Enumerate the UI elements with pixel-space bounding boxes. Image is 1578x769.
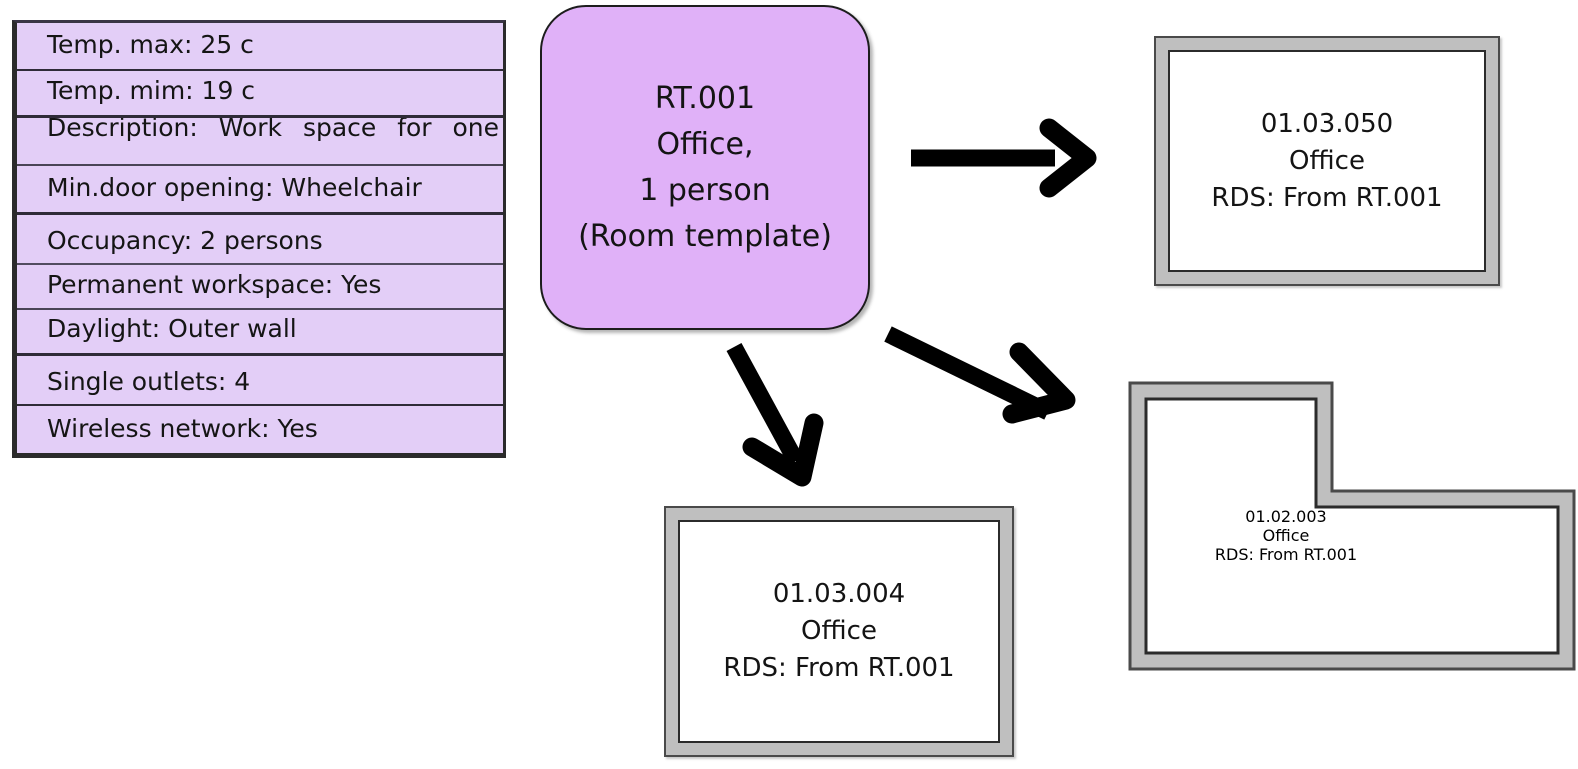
property-label: Single outlets: 4: [47, 367, 251, 396]
room-interior: 01.03.004 Office RDS: From RT.001: [678, 520, 1000, 743]
property-row-min-door-opening: Min.door opening: Wheelchair: [17, 166, 503, 215]
property-label: Permanent workspace: Yes: [47, 270, 382, 299]
room-id: 01.03.050: [1260, 108, 1394, 139]
room-id: 01.03.004: [772, 579, 906, 609]
property-label: Temp. max: 25 c: [47, 30, 254, 59]
room-name: Office: [1289, 145, 1365, 176]
room-name: Office: [801, 616, 877, 646]
room-box-01-03-050: 01.03.050 Office RDS: From RT.001: [1154, 36, 1500, 286]
property-row-occupancy: Occupancy: 2 persons: [17, 215, 503, 265]
arrow-template-to-room-01-02-003: [878, 322, 1098, 436]
description-word-3: for: [397, 118, 432, 142]
room-id: 01.02.003: [1245, 507, 1327, 526]
property-label: Occupancy: 2 persons: [47, 226, 323, 255]
template-type: Office,: [656, 126, 754, 162]
description-word-2: space: [302, 118, 377, 142]
room-rds: RDS: From RT.001: [1211, 182, 1443, 213]
room-template-property-table: Temp. max: 25 c Temp. mim: 19 c Descript…: [12, 20, 506, 458]
l-shaped-room-outline: [1128, 381, 1576, 671]
room-interior: 01.03.050 Office RDS: From RT.001: [1168, 50, 1486, 272]
property-label-justified: Description: Work space for one: [47, 118, 499, 152]
room-box-01-02-003: 01.02.003 Office RDS: From RT.001: [1126, 379, 1578, 673]
property-row-wireless-network: Wireless network: Yes: [17, 406, 503, 453]
room-template-node: RT.001 Office, 1 person (Room template): [540, 5, 870, 330]
template-occupancy: 1 person: [639, 172, 771, 208]
property-row-temp-max: Temp. max: 25 c: [17, 23, 503, 71]
property-label: Daylight: Outer wall: [47, 314, 297, 343]
room-box-01-03-004: 01.03.004 Office RDS: From RT.001: [664, 506, 1014, 757]
property-label: Wireless network: Yes: [47, 414, 318, 443]
property-label: Min.door opening: Wheelchair: [47, 173, 422, 202]
description-word-4: one: [452, 118, 499, 142]
room-name: Office: [1262, 526, 1310, 545]
description-word-1: Work: [218, 118, 283, 142]
template-id: RT.001: [654, 80, 756, 116]
property-label: Temp. mim: 19 c: [47, 76, 256, 105]
arrow-template-to-room-01-03-004: [718, 335, 838, 499]
room-rds: RDS: From RT.001: [723, 653, 955, 683]
property-row-daylight: Daylight: Outer wall: [17, 310, 503, 356]
l-shaped-room-label: 01.02.003 Office RDS: From RT.001: [1126, 507, 1446, 564]
property-row-single-outlets: Single outlets: 4: [17, 356, 503, 406]
property-row-temp-min: Temp. mim: 19 c: [17, 71, 503, 118]
template-kind: (Room template): [578, 218, 832, 254]
description-word-0: Description:: [47, 118, 198, 142]
arrow-template-to-room-01-03-050: [905, 118, 1105, 202]
room-rds: RDS: From RT.001: [1214, 545, 1358, 564]
property-row-permanent-workspace: Permanent workspace: Yes: [17, 265, 503, 310]
property-row-description: Description: Work space for one: [17, 118, 503, 166]
